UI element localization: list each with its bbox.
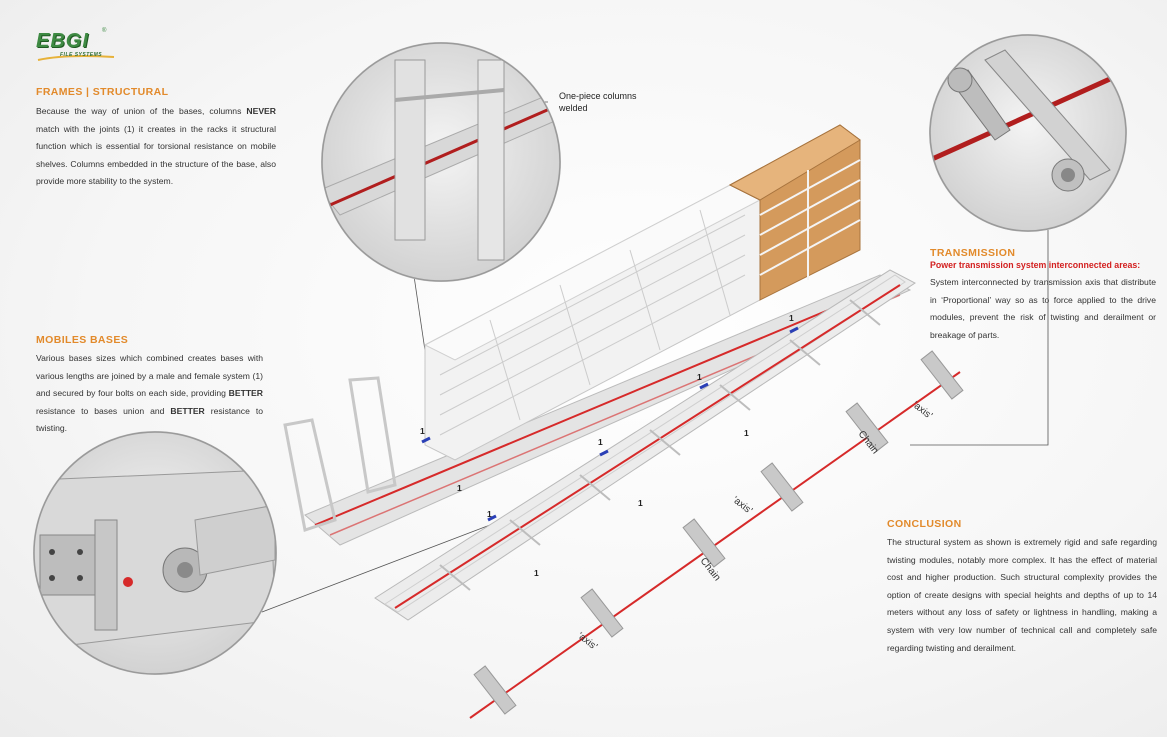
columns-callout-line1: One-piece columns <box>559 91 637 101</box>
mobiles-text-1: Various bases sizes which combined creat… <box>36 353 263 399</box>
frames-text-2: match with the joints (1) it creates in … <box>36 123 276 187</box>
frames-text-1: Because the way of union of the bases, c… <box>36 106 247 116</box>
columns-callout-line2: welded <box>559 103 588 113</box>
joint-label-2: 1 <box>457 483 462 493</box>
joint-label-4: 1 <box>534 568 539 578</box>
logo-subtitle: FILE SYSTEMS <box>60 52 103 58</box>
joint-label-6: 1 <box>638 498 643 508</box>
frames-text-never: NEVER <box>246 106 276 116</box>
joint-label-9: 1 <box>789 313 794 323</box>
frames-body: Because the way of union of the bases, c… <box>36 103 276 191</box>
middle-base-frame <box>374 269 916 621</box>
transmission-body: System interconnected by transmission ax… <box>930 277 1156 340</box>
transmission-detail-lens <box>929 34 1127 232</box>
logo-swoosh-icon <box>37 55 115 61</box>
mobiles-text-2: resistance to bases union and <box>36 405 171 416</box>
mobiles-text-3: resistance to twisting. <box>36 405 263 434</box>
column-detail-lens <box>321 42 561 282</box>
transmission-axis <box>469 350 964 719</box>
ebgi-logo: EBGI ® FILE SYSTEMS <box>36 28 126 66</box>
end-frames <box>283 376 397 532</box>
frames-title: FRAMES | STRUCTURAL <box>36 86 169 98</box>
conclusion-body: The structural system as shown is extrem… <box>887 537 1157 653</box>
mobiles-text-better-2: BETTER <box>170 405 205 416</box>
mobiles-text-better-1: BETTER <box>228 388 263 399</box>
transmission-subtitle: Power transmission system interconnected… <box>930 260 1141 270</box>
joint-markers <box>421 326 799 522</box>
joint-label-3: 1 <box>487 509 492 519</box>
joint-label-7: 1 <box>697 372 702 382</box>
joint-label-8: 1 <box>744 428 749 438</box>
columns-callout: One-piece columns welded <box>559 90 637 114</box>
transmission-title: TRANSMISSION <box>930 247 1016 259</box>
joint-label-5: 1 <box>598 437 603 447</box>
mobiles-body: Various bases sizes which combined creat… <box>36 350 263 438</box>
logo-wordmark: EBGI <box>36 30 89 52</box>
mobiles-title: MOBILES BASES <box>36 334 129 346</box>
conclusion-title: CONCLUSION <box>887 518 962 530</box>
base-joint-detail-lens <box>33 431 277 675</box>
logo-registered: ® <box>102 28 107 34</box>
archive-boxes <box>728 124 861 301</box>
joint-label-1: 1 <box>420 426 425 436</box>
